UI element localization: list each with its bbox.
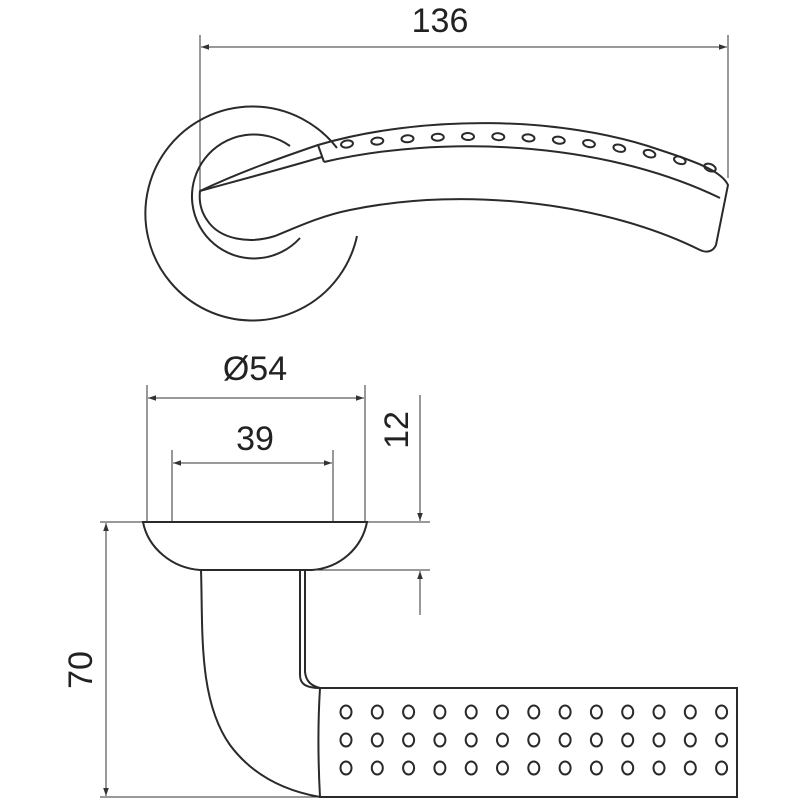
grip-hole	[621, 704, 635, 720]
grip-hole	[339, 704, 353, 720]
grip-hole	[339, 760, 353, 776]
top-hole	[551, 135, 566, 145]
grip	[317, 687, 738, 798]
grip-hole	[527, 704, 541, 720]
grip-hole	[370, 704, 384, 720]
top-hole	[582, 138, 596, 149]
top-hole	[430, 132, 445, 142]
rose-height-label: 12	[378, 411, 416, 449]
grip-hole	[370, 760, 384, 776]
grip-hole	[496, 760, 509, 776]
top-hole	[491, 132, 506, 142]
grip-hole	[715, 732, 729, 748]
lever-top-view	[198, 122, 730, 253]
grip-hole	[589, 704, 603, 720]
grip-hole	[558, 732, 572, 748]
grip-hole	[402, 760, 416, 776]
grip-hole	[464, 732, 478, 748]
grip-hole	[715, 760, 729, 776]
rose-diameter-label: Ø54	[223, 350, 287, 388]
neck-back-edge	[299, 570, 321, 689]
grip-hole	[433, 732, 447, 748]
grip-hole	[527, 732, 541, 748]
grip-hole	[621, 732, 635, 748]
grip-hole	[652, 704, 666, 720]
grip-hole	[339, 732, 353, 748]
lever-edge	[199, 156, 323, 192]
rose-side	[141, 521, 369, 571]
grip-hole	[402, 704, 416, 720]
grip-holes	[339, 704, 729, 776]
top-hole	[703, 162, 717, 173]
grip-hole	[527, 760, 541, 776]
grip-hole	[433, 704, 447, 720]
top-view-holes	[340, 131, 717, 173]
grip-hole	[464, 760, 478, 776]
grip-hole	[433, 760, 447, 776]
grip-hole	[589, 760, 603, 776]
top-hole	[370, 136, 385, 146]
length-dimension-label: 136	[412, 2, 469, 40]
grip-hole	[496, 704, 509, 720]
grip-hole	[589, 732, 603, 748]
grip-hole	[652, 760, 666, 776]
grip-hole	[370, 732, 384, 748]
rose-outer-circle	[144, 105, 358, 322]
grip-hole	[402, 732, 416, 748]
neck-back-edge-inner	[304, 570, 321, 689]
lever-insert-edge	[317, 144, 325, 163]
neck-front-edge	[200, 569, 321, 798]
grip-hole	[652, 732, 666, 748]
top-hole	[673, 155, 687, 166]
grip-hole	[683, 760, 697, 776]
grip-hole	[558, 760, 572, 776]
top-view: 136	[144, 2, 730, 322]
lever-insert-line	[323, 145, 721, 199]
rose-inner-label: 39	[236, 420, 274, 458]
side-view: Ø54 39 12 70	[62, 350, 738, 798]
grip-hole	[464, 704, 478, 720]
grip-hole	[621, 760, 635, 776]
grip-hole	[558, 704, 572, 720]
top-hole	[461, 131, 475, 142]
rose-inner-circle	[190, 133, 301, 260]
grip-hole	[683, 732, 697, 748]
top-hole	[642, 148, 657, 159]
top-hole	[612, 143, 627, 153]
top-hole	[340, 139, 354, 149]
top-hole	[400, 134, 415, 144]
grip-hole	[496, 732, 509, 748]
height-label: 70	[62, 651, 100, 689]
top-hole	[521, 133, 536, 143]
grip-hole	[715, 704, 729, 720]
grip-hole	[683, 704, 697, 720]
